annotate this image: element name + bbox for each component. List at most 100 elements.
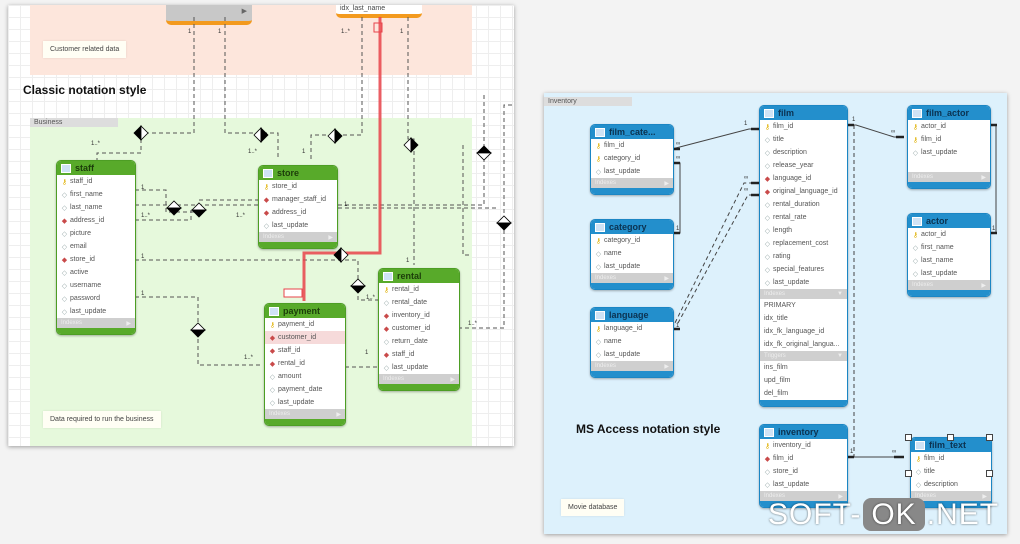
column-row[interactable]: ◆language_id [760, 172, 847, 185]
indexes-section[interactable]: Indexes▶ [760, 491, 847, 501]
table-language[interactable]: language ⚷language_id◇name◇last_update I… [590, 307, 674, 378]
column-row[interactable]: ◆customer_id [379, 322, 459, 335]
table-header[interactable]: rental [379, 269, 459, 283]
column-row[interactable]: ◇amount [265, 370, 345, 383]
table-header[interactable]: staff [57, 161, 135, 175]
column-row[interactable]: ◇password [57, 292, 135, 305]
top-table-1[interactable]: ▶ [166, 5, 252, 25]
column-row[interactable]: ◇rental_duration [760, 198, 847, 211]
column-row[interactable]: ◆inventory_id [379, 309, 459, 322]
column-row[interactable]: ⚷film_id [908, 133, 990, 146]
column-row[interactable]: ⚷film_id [591, 139, 673, 152]
index-item[interactable]: PRIMARY [764, 302, 796, 309]
column-row[interactable]: ◇name [591, 247, 673, 260]
column-row[interactable]: ◇picture [57, 227, 135, 240]
column-row[interactable]: ◆address_id [259, 206, 337, 219]
selection-handle[interactable] [947, 434, 954, 441]
column-row[interactable]: ◆staff_id [265, 344, 345, 357]
table-header[interactable]: film_text [911, 438, 991, 452]
column-row[interactable]: ◇username [57, 279, 135, 292]
table-header[interactable]: actor [908, 214, 990, 228]
column-row[interactable]: ◇payment_date [265, 383, 345, 396]
column-row[interactable]: ◇last_update [265, 396, 345, 409]
indexes-section[interactable]: Indexes▶ [379, 374, 459, 384]
table-film[interactable]: film ⚷film_id◇title◇description◇release_… [759, 105, 848, 407]
column-row[interactable]: ◇name [591, 335, 673, 348]
table-header[interactable]: inventory [760, 425, 847, 439]
trigger-item[interactable]: del_film [764, 390, 789, 397]
column-row[interactable]: ⚷payment_id [265, 318, 345, 331]
indexes-section[interactable]: Indexes▶ [259, 232, 337, 242]
column-row[interactable]: ◇return_date [379, 335, 459, 348]
triggers-section[interactable]: Triggers▼ [760, 351, 847, 361]
column-row[interactable]: ◆staff_id [379, 348, 459, 361]
table-category[interactable]: category ⚷category_id◇name◇last_update I… [590, 219, 674, 290]
indexes-section[interactable]: Indexes▼ [760, 289, 847, 299]
table-header[interactable]: category [591, 220, 673, 234]
column-row[interactable]: ◇last_name [908, 254, 990, 267]
column-row[interactable]: ⚷actor_id [908, 120, 990, 133]
indexes-section[interactable]: Indexes▶ [591, 361, 673, 371]
column-row[interactable]: ◆film_id [760, 452, 847, 465]
column-row[interactable]: ◇first_name [908, 241, 990, 254]
indexes-section[interactable]: Indexes▶ [57, 318, 135, 328]
table-header[interactable]: film_actor [908, 106, 990, 120]
column-row[interactable]: ◇rating [760, 250, 847, 263]
indexes-section[interactable]: Indexes▶ [591, 273, 673, 283]
index-item[interactable]: idx_fk_language_id [764, 328, 825, 335]
table-header[interactable]: film [760, 106, 847, 120]
column-row[interactable]: ◆manager_staff_id [259, 193, 337, 206]
indexes-section[interactable]: Indexes▶ [908, 172, 990, 182]
column-row[interactable]: ⚷film_id [760, 120, 847, 133]
table-inventory[interactable]: inventory ⚷inventory_id◆film_id◇store_id… [759, 424, 848, 508]
column-row[interactable]: ⚷film_id [911, 452, 991, 465]
column-row[interactable]: ◇last_update [908, 267, 990, 280]
table-header[interactable]: store [259, 166, 337, 180]
expand-arrow-icon[interactable]: ▶ [241, 8, 247, 15]
column-row[interactable]: ◇replacement_cost [760, 237, 847, 250]
column-row[interactable]: ◇release_year [760, 159, 847, 172]
table-header[interactable]: payment [265, 304, 345, 318]
column-row[interactable]: ⚷actor_id [908, 228, 990, 241]
column-row[interactable]: ◇last_update [57, 305, 135, 318]
column-row[interactable]: ⚷category_id [591, 234, 673, 247]
indexes-section[interactable]: Indexes▶ [591, 178, 673, 188]
table-store[interactable]: store ⚷store_id◆manager_staff_id◆address… [258, 165, 338, 249]
top-table-2[interactable]: idx_last_name [336, 5, 422, 18]
table-actor[interactable]: actor ⚷actor_id◇first_name◇last_name◇las… [907, 213, 991, 297]
selection-handle[interactable] [986, 434, 993, 441]
indexes-section[interactable]: Indexes▶ [911, 491, 991, 501]
column-row[interactable]: ◇last_update [760, 276, 847, 289]
table-staff[interactable]: staff ⚷staff_id◇first_name◇last_name◆add… [56, 160, 136, 335]
trigger-item[interactable]: ins_film [764, 364, 788, 371]
column-row[interactable]: ◇store_id [760, 465, 847, 478]
table-film-text[interactable]: film_text ⚷film_id◇title◇description Ind… [910, 437, 992, 508]
column-row[interactable]: ◇last_update [379, 361, 459, 374]
column-row[interactable]: ◇last_update [591, 165, 673, 178]
column-row[interactable]: ◇rental_rate [760, 211, 847, 224]
table-header[interactable]: language [591, 308, 673, 322]
column-row[interactable]: ◇rental_date [379, 296, 459, 309]
trigger-item[interactable]: upd_film [764, 377, 791, 384]
column-row[interactable]: ◇last_update [908, 146, 990, 159]
column-row[interactable]: ◇last_update [591, 348, 673, 361]
column-row[interactable]: ◇description [760, 146, 847, 159]
column-row[interactable]: ◇last_update [591, 260, 673, 273]
column-row[interactable]: ⚷staff_id [57, 175, 135, 188]
table-film-category[interactable]: film_cate... ⚷film_id⚷category_id◇last_u… [590, 124, 674, 195]
column-row[interactable]: ⚷category_id [591, 152, 673, 165]
column-row[interactable]: ◇last_update [760, 478, 847, 491]
table-film-actor[interactable]: film_actor ⚷actor_id⚷film_id◇last_update… [907, 105, 991, 189]
table-rental[interactable]: rental ⚷rental_id◇rental_date◆inventory_… [378, 268, 460, 391]
column-row[interactable]: ◇last_name [57, 201, 135, 214]
column-row[interactable]: ◇special_features [760, 263, 847, 276]
column-row[interactable]: ◇length [760, 224, 847, 237]
column-row[interactable]: ◆original_language_id [760, 185, 847, 198]
column-row[interactable]: ◇first_name [57, 188, 135, 201]
column-row[interactable]: ◇last_update [259, 219, 337, 232]
index-item[interactable]: idx_title [764, 315, 788, 322]
column-row[interactable]: ◇title [760, 133, 847, 146]
column-row[interactable]: ⚷inventory_id [760, 439, 847, 452]
table-payment[interactable]: payment ⚷payment_id◆customer_id◆staff_id… [264, 303, 346, 426]
column-row[interactable]: ⚷store_id [259, 180, 337, 193]
